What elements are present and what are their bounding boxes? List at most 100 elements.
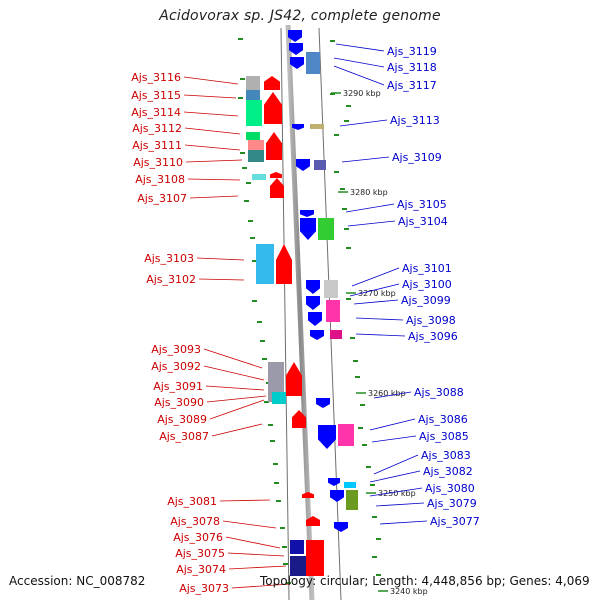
leader-line: [187, 178, 241, 181]
tick-mark: [334, 171, 339, 173]
reverse-gene-arrow: [330, 490, 344, 502]
gene-label-reverse: Ajs_3082: [423, 465, 473, 478]
forward-gene-block: [256, 244, 274, 284]
tick-mark: [355, 376, 360, 378]
reverse-gene-block: [290, 556, 306, 576]
tick-mark: [270, 440, 275, 442]
tick-mark: [257, 321, 262, 323]
gene-label-forward: Ajs_3091: [153, 380, 203, 393]
tick-mark: [240, 152, 245, 154]
leader-line: [225, 536, 281, 549]
leader-line: [373, 391, 412, 399]
tick-mark: [274, 482, 279, 484]
scale-label: 3240 kbp: [390, 587, 428, 596]
reverse-gene-block: [290, 540, 304, 554]
gene-label-forward: Ajs_3107: [137, 192, 187, 205]
reverse-gene-arrow: [296, 159, 310, 171]
gene-label-reverse: Ajs_3096: [408, 330, 458, 343]
forward-gene-arrow: [270, 178, 284, 198]
tick-mark: [264, 401, 269, 403]
tick-mark: [244, 200, 249, 202]
forward-gene-block: [246, 90, 260, 100]
tick-mark: [246, 182, 251, 184]
tick-mark: [242, 167, 247, 169]
leader-line: [196, 257, 245, 261]
gene-label-reverse: Ajs_3083: [421, 449, 471, 462]
tick-mark: [346, 247, 351, 249]
reverse-gene-block: [306, 52, 320, 74]
reverse-gene-arrow: [292, 124, 304, 130]
reverse-gene-block: [346, 490, 358, 510]
tick-mark: [350, 337, 355, 339]
reverse-gene-arrow: [316, 398, 330, 408]
leader-line: [351, 267, 400, 287]
reverse-gene-block: [338, 424, 354, 446]
tick-mark: [238, 97, 243, 99]
leader-line: [333, 57, 385, 68]
leader-line: [222, 520, 277, 529]
gene-label-forward: Ajs_3076: [173, 531, 223, 544]
gene-label-reverse: Ajs_3101: [402, 262, 452, 275]
tick-mark: [330, 40, 335, 42]
gene-label-forward: Ajs_3090: [154, 396, 204, 409]
leader-line: [184, 127, 241, 135]
gene-label-reverse: Ajs_3088: [414, 386, 464, 399]
leader-line: [335, 43, 385, 52]
gene-label-forward: Ajs_3114: [131, 106, 181, 119]
reverse-gene-arrow: [290, 57, 304, 69]
reverse-gene-arrow: [306, 296, 320, 310]
tick-mark: [360, 404, 365, 406]
reverse-gene-arrow: [300, 210, 314, 217]
gene-label-forward: Ajs_3093: [151, 343, 201, 356]
leader-line: [373, 454, 419, 475]
leader-line: [369, 418, 416, 431]
leader-line: [206, 395, 267, 403]
reverse-gene-arrow: [300, 218, 316, 240]
forward-gene-arrow: [264, 92, 282, 124]
gene-label-forward: Ajs_3081: [167, 495, 217, 508]
leader-line: [183, 94, 237, 99]
tick-mark: [370, 484, 375, 486]
gene-label-reverse: Ajs_3100: [402, 278, 452, 291]
gene-label-reverse: Ajs_3117: [387, 79, 437, 92]
leader-line: [183, 76, 239, 85]
tick-mark: [342, 208, 347, 210]
reverse-gene-arrow: [288, 30, 302, 42]
gene-features: [246, 30, 358, 576]
scale-label: 3260 kbp: [368, 389, 406, 398]
gene-label-forward: Ajs_3110: [133, 156, 183, 169]
tick-mark: [282, 546, 287, 548]
leader-line: [369, 470, 421, 483]
gene-label-forward: Ajs_3074: [176, 563, 226, 576]
tick-mark: [334, 134, 339, 136]
leader-line: [371, 435, 417, 443]
genome-title: Acidovorax sp. JS42, complete genome: [159, 8, 441, 24]
forward-gene-block: [246, 100, 262, 126]
gene-label-reverse: Ajs_3077: [430, 515, 480, 528]
reverse-gene-block: [330, 330, 342, 339]
leader-line: [369, 487, 423, 497]
leader-line: [203, 348, 263, 369]
tick-mark: [353, 360, 358, 362]
leader-line: [183, 111, 239, 117]
tick-mark: [346, 298, 351, 300]
leader-line: [379, 520, 428, 525]
tick-mark: [340, 188, 345, 190]
gene-label-forward: Ajs_3116: [131, 71, 181, 84]
gene-label-forward: Ajs_3075: [175, 547, 225, 560]
gene-label-reverse: Ajs_3099: [401, 294, 451, 307]
tick-mark: [362, 444, 367, 446]
forward-gene-arrow: [292, 410, 306, 428]
tick-mark: [262, 358, 267, 360]
topology-text: Topology: circular; Length: 4,448,856 bp…: [260, 574, 590, 588]
gene-label-forward: Ajs_3089: [157, 413, 207, 426]
reverse-gene-block: [344, 482, 356, 488]
forward-gene-arrow: [302, 492, 314, 498]
tick-mark: [330, 93, 335, 95]
leader-line: [231, 583, 291, 589]
leader-line: [341, 156, 390, 163]
forward-gene-block: [252, 174, 266, 180]
leader-line: [185, 159, 243, 163]
reverse-gene-block: [318, 218, 334, 240]
tick-mark: [250, 237, 255, 239]
